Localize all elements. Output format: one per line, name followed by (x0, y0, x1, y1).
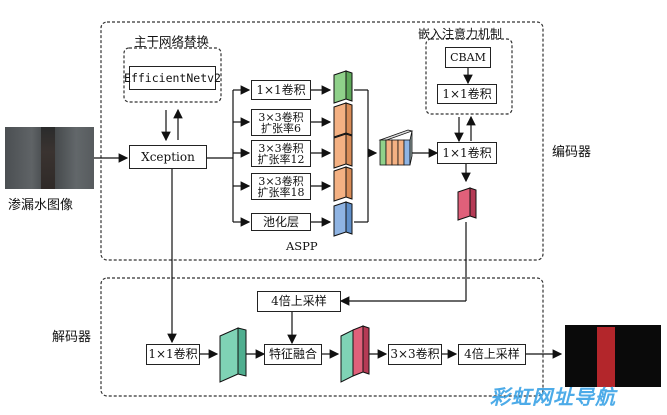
concat-stack (378, 129, 414, 166)
branch-rate6-conv: 3×3卷积 (258, 110, 304, 124)
attention-conv-box: 1×1卷积 (437, 84, 497, 104)
branch-rate18: 3×3卷积 扩张率18 (251, 173, 311, 200)
xception-box: Xception (129, 145, 207, 169)
branch-rate18-conv: 3×3卷积 (258, 174, 304, 188)
decoder-teal-block (219, 327, 247, 383)
leak-segmentation (597, 327, 615, 387)
leak-stain (41, 127, 55, 189)
attention-frame (425, 38, 513, 115)
decoder-frame (100, 277, 544, 397)
encoder-frame (100, 21, 544, 261)
fusion-box: 特征融合 (264, 344, 322, 365)
branch-pooling: 池化层 (251, 213, 311, 231)
cube-rate18 (333, 166, 353, 202)
decoder-label: 解码器 (52, 330, 92, 345)
branch-rate18-rate: 扩张率18 (257, 185, 305, 199)
cbam-box: CBAM (445, 47, 491, 68)
watermark: 彩虹网址导航 (490, 385, 616, 409)
merge-conv-box: 1×1卷积 (437, 142, 497, 164)
attention-title: 嵌入注意力机制 (418, 27, 503, 41)
decoder-fused-block (340, 325, 370, 383)
backbone-frame (123, 47, 222, 103)
decoder-conv1x1-box: 1×1卷积 (146, 344, 200, 365)
encoder-output-block (457, 187, 477, 221)
aspp-label: ASPP (286, 239, 318, 253)
backbone-box: EfficientNetv2 (124, 66, 221, 90)
branch-rate6-rate: 扩张率6 (261, 121, 301, 135)
upsample-out-box: 4倍上采样 (458, 344, 526, 365)
backbone-title: 主干网络替换 (134, 34, 210, 49)
cube-rate6 (333, 102, 353, 138)
input-image (5, 127, 94, 189)
cube-1x1 (333, 70, 353, 104)
branch-conv1x1: 1×1卷积 (251, 80, 311, 100)
branch-rate12: 3×3卷积 扩张率12 (251, 140, 311, 167)
branch-rate12-rate: 扩张率12 (257, 152, 305, 166)
decoder-conv3x3-box: 3×3卷积 (388, 344, 442, 365)
cube-pool (333, 201, 353, 237)
output-image (565, 325, 661, 387)
branch-rate12-conv: 3×3卷积 (258, 141, 304, 155)
encoder-label: 编码器 (552, 145, 592, 160)
branch-rate6: 3×3卷积 扩张率6 (251, 109, 311, 136)
cube-rate12 (333, 133, 353, 169)
input-caption: 渗漏水图像 (8, 198, 74, 213)
upsample-top-box: 4倍上采样 (257, 291, 341, 312)
